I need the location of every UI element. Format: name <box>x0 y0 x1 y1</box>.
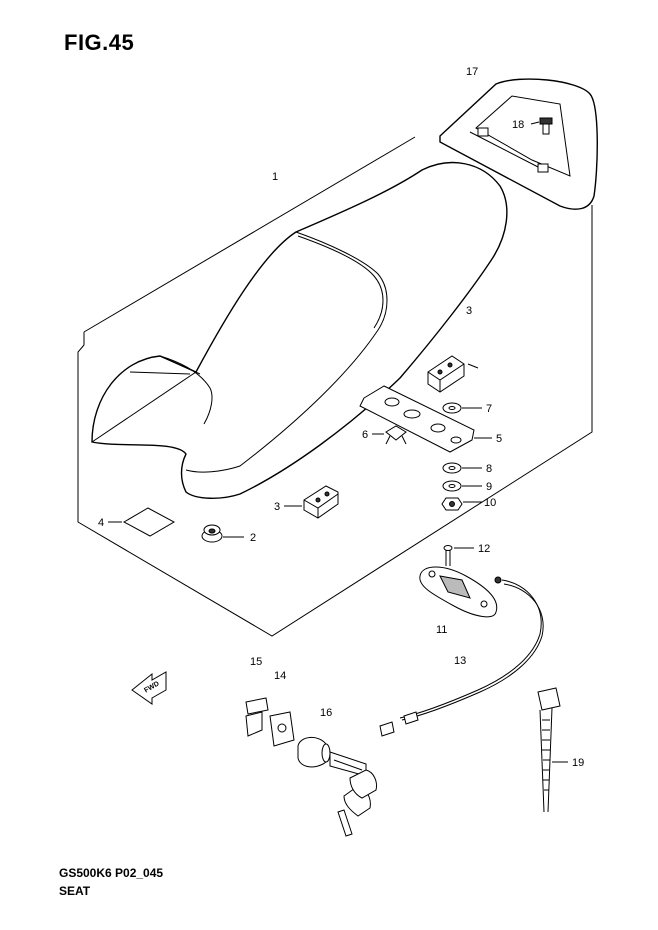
callout-17: 17 <box>466 66 478 78</box>
model-code: GS500K6 P02_045 <box>59 866 164 880</box>
bracket-14-15 <box>245 697 295 747</box>
callout-15: 15 <box>250 656 262 668</box>
callout-11: 11 <box>436 624 447 636</box>
callout-16: 16 <box>320 707 332 719</box>
forward-arrow-icon: FWD <box>131 671 167 705</box>
clip-6 <box>372 425 407 445</box>
callout-3b: 3 <box>274 501 280 513</box>
callout-13: 13 <box>454 655 466 667</box>
callout-18: 18 <box>512 119 524 131</box>
grommet-2 <box>201 524 244 543</box>
callout-6: 6 <box>362 429 368 441</box>
tail-cowl-part <box>439 78 598 210</box>
washer-9 <box>442 480 482 492</box>
callout-8: 8 <box>486 463 492 475</box>
bolt-18 <box>530 117 553 135</box>
bracket-plate-5 <box>359 385 492 453</box>
callout-4: 4 <box>98 517 104 529</box>
washer-7 <box>442 402 482 414</box>
nut-10 <box>441 497 482 511</box>
callout-14: 14 <box>274 670 286 682</box>
callout-19: 19 <box>572 757 584 769</box>
key-set-16 <box>297 737 377 837</box>
cushion-3-upper <box>427 355 465 393</box>
cushion-3-lower <box>284 485 339 519</box>
cable-tie-19 <box>537 687 568 813</box>
callout-9: 9 <box>486 481 492 493</box>
callout-10: 10 <box>484 497 496 509</box>
figure-title: FIG.45 <box>64 30 135 55</box>
seat-lock-11 <box>419 566 502 618</box>
washer-8 <box>442 462 482 474</box>
screw-12 <box>443 545 474 566</box>
section-name: SEAT <box>59 884 91 898</box>
callout-12: 12 <box>478 543 490 555</box>
callout-7: 7 <box>486 403 492 415</box>
callout-1: 1 <box>272 171 278 183</box>
cable-13 <box>379 579 544 737</box>
callout-3a: 3 <box>466 305 472 317</box>
assembly-outline <box>77 136 593 637</box>
callout-2: 2 <box>250 532 256 544</box>
seat-part <box>91 161 508 499</box>
callout-5: 5 <box>496 433 502 445</box>
label-4 <box>108 507 176 537</box>
